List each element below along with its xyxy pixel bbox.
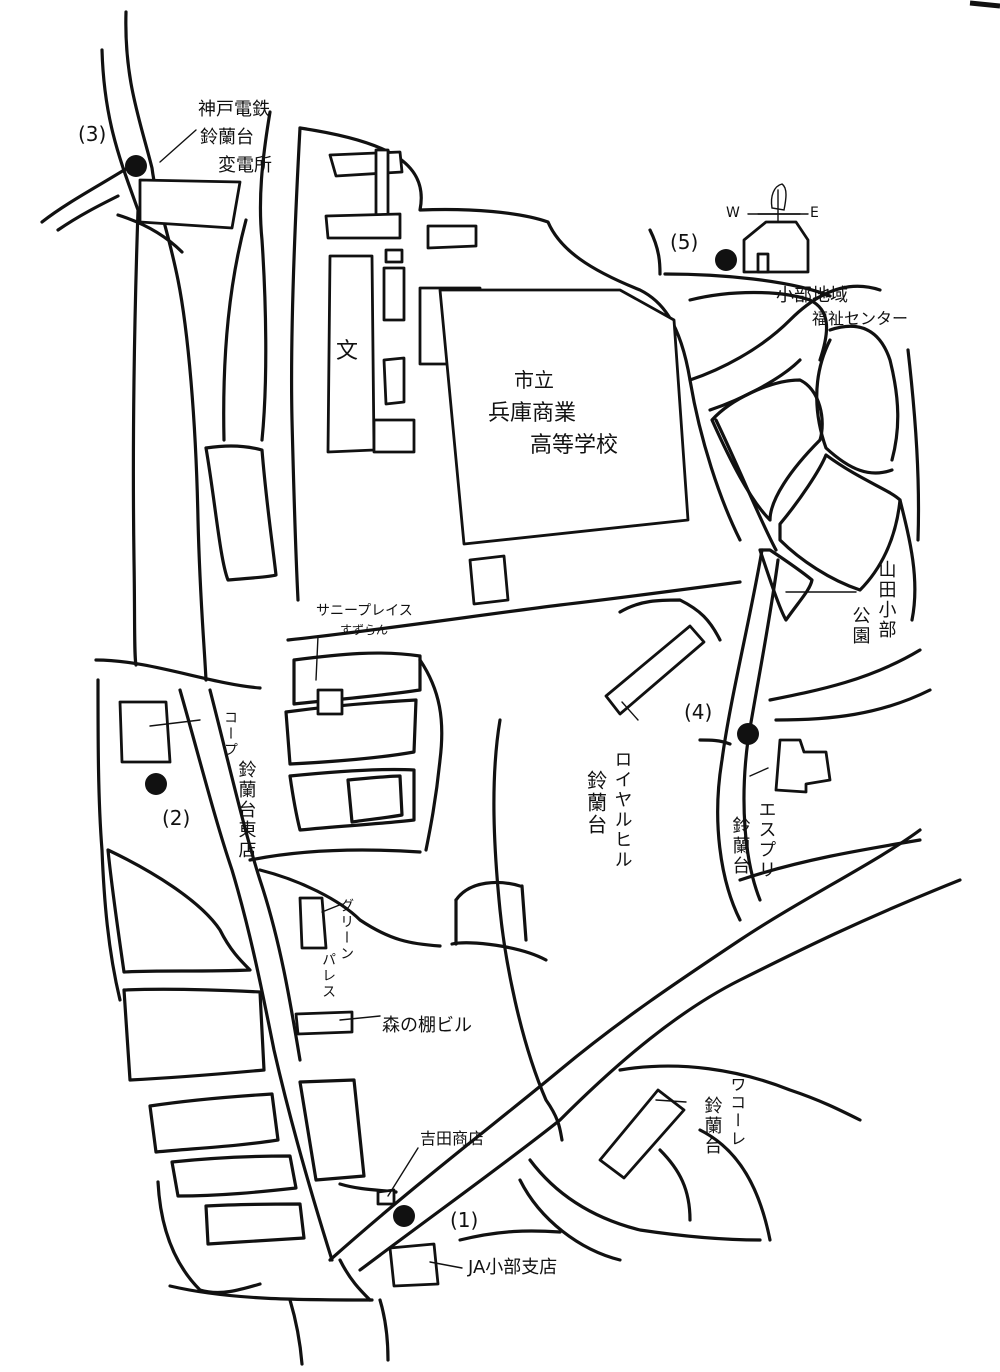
school-label-1: 市立: [514, 368, 554, 392]
leader-lines: [149, 129, 857, 1269]
compass-west: W: [726, 205, 740, 221]
school-building-7: [382, 266, 406, 322]
kobe-dentetsu-label-3: 変電所: [218, 155, 272, 176]
school-grounds: [438, 288, 690, 546]
school-building-11: [468, 554, 510, 606]
stop-marker-2[interactable]: [145, 773, 167, 795]
scan-edge: [969, 0, 1000, 9]
school-building-10: [372, 418, 416, 454]
stop-marker-4[interactable]: [737, 723, 759, 745]
stop-marker-3[interactable]: [125, 155, 147, 177]
wacoal-building: [598, 1088, 686, 1180]
welfare-house-roof: [742, 220, 810, 274]
stop-label-2: (2): [162, 806, 191, 830]
substation-building: [138, 178, 242, 230]
stop-label-3: (3): [78, 122, 107, 146]
coop-label-2: 鈴蘭台東店: [235, 760, 257, 860]
school-building-3: [324, 212, 402, 240]
stop-label-4: (4): [684, 700, 713, 724]
wacoal-label-2: 鈴蘭台: [701, 1096, 723, 1156]
royal-hill-label-2: 鈴蘭台: [583, 770, 608, 836]
green-palace-label-1: グリーン: [338, 898, 355, 962]
stop-label-5: (5): [670, 230, 699, 254]
morino-building: [294, 1010, 354, 1036]
weathervane-icon: [770, 183, 787, 211]
green-palace-building: [298, 896, 328, 950]
royal-hill-label-1: ロイヤルヒル: [611, 750, 633, 870]
ja-building: [388, 1242, 440, 1288]
school-building-4: [426, 224, 478, 250]
sunny-place-label-1: サニープレイス: [316, 603, 413, 619]
yoshida-shop-label: 吉田商店: [420, 1129, 485, 1148]
yoshida-shop-building: [376, 1188, 396, 1206]
park-label-2: 公園: [849, 606, 871, 646]
green-palace-label-2: パレス: [320, 952, 337, 1000]
stop-label-1: (1): [450, 1208, 479, 1232]
coop-label-1: コープ: [222, 710, 239, 758]
kobe-dentetsu-label-1: 神戸電鉄: [198, 99, 270, 120]
esprit-building: [774, 738, 832, 794]
welfare-label-1: 小部地域: [776, 285, 848, 306]
royal-hill-building: [604, 624, 706, 716]
school-label-3: 高等学校: [530, 433, 619, 458]
stop-marker-1[interactable]: [393, 1205, 415, 1227]
kobe-dentetsu-label-2: 鈴蘭台: [200, 127, 254, 148]
welfare-label-2: 福祉センター: [812, 309, 909, 328]
morino-building-label: 森の棚ビル: [382, 1015, 472, 1036]
school-label-2: 兵庫商業: [488, 401, 577, 426]
stop-marker-5[interactable]: [715, 249, 737, 271]
sunny-place-label-2: すずらん: [340, 623, 389, 637]
sunny-place-building: [316, 688, 344, 716]
school-building-5: [384, 248, 404, 264]
ja-branch-label: JA小部支店: [468, 1257, 558, 1278]
park-label-1: 山田小部: [875, 560, 897, 640]
esprit-label-2: 鈴蘭台: [729, 816, 751, 876]
school-building-9: [382, 356, 406, 406]
roads: [40, 10, 962, 1366]
buildings: [118, 148, 832, 1288]
wacoal-label-1: ワコーレ: [727, 1076, 747, 1148]
compass-east: E: [810, 205, 819, 221]
coop-building: [118, 700, 172, 764]
school-building-1: [328, 150, 404, 178]
welfare-house-door: [756, 252, 770, 274]
school-symbol: 文: [336, 339, 359, 364]
esprit-label-1: エスプリ: [755, 800, 777, 880]
